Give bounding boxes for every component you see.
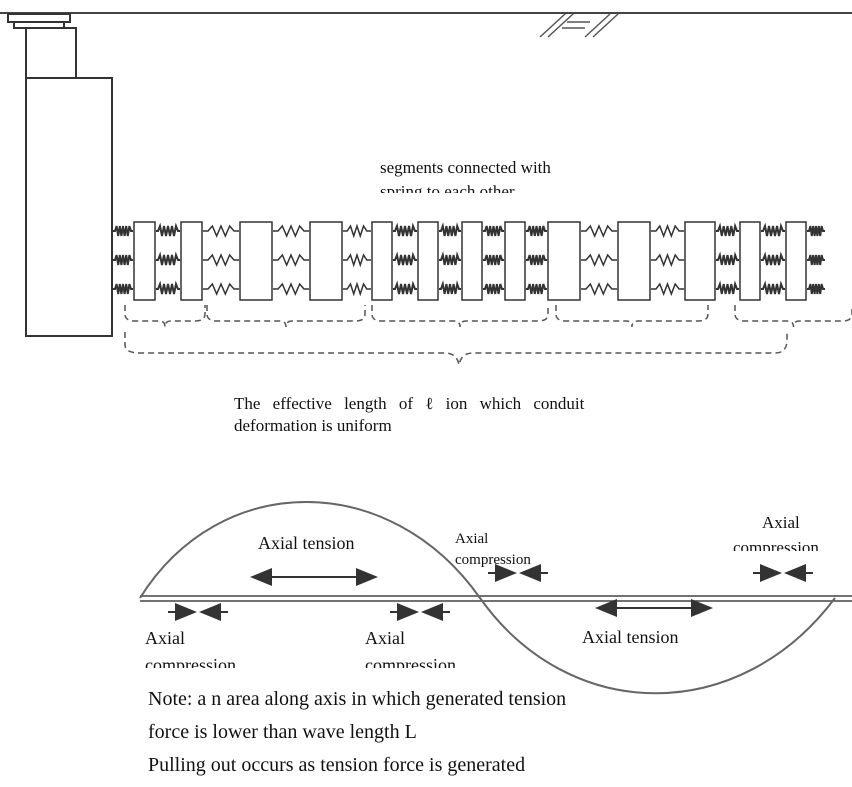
spring bbox=[483, 283, 504, 295]
conduit-segment bbox=[371, 221, 393, 301]
spring bbox=[203, 282, 239, 296]
spring bbox=[716, 222, 739, 237]
force-arrows bbox=[168, 564, 813, 621]
arrow-head bbox=[199, 603, 221, 621]
large-brace bbox=[124, 332, 788, 366]
spring bbox=[581, 253, 617, 267]
spring bbox=[113, 254, 133, 266]
spring bbox=[761, 222, 785, 237]
note-line-2: force is lower than wave length L bbox=[148, 721, 417, 743]
axial-compression-top-right-label-1: Axial bbox=[762, 513, 800, 532]
axial-compression-bottom-left-label-1: Axial bbox=[145, 628, 185, 648]
spring bbox=[761, 280, 785, 295]
conduit-segment bbox=[239, 221, 273, 301]
spring bbox=[526, 283, 547, 295]
spring bbox=[807, 254, 825, 266]
shaft-structure bbox=[7, 13, 113, 337]
spring bbox=[526, 225, 547, 237]
spring bbox=[393, 222, 417, 237]
small-brace bbox=[206, 305, 366, 328]
spring bbox=[393, 280, 417, 295]
effective-length-label-line1: The effective length of ℓ ion which cond… bbox=[234, 394, 585, 413]
axial-compression-top-right-label-2: compression bbox=[733, 538, 819, 551]
spring bbox=[651, 281, 684, 297]
arrow-head bbox=[397, 603, 419, 621]
small-brace bbox=[555, 305, 709, 328]
axial-compression-bottom-mid-label-2: compression bbox=[365, 655, 456, 668]
spring bbox=[203, 253, 239, 267]
spring bbox=[483, 254, 504, 266]
spring bbox=[273, 282, 309, 296]
spring bbox=[716, 251, 739, 266]
note-line-1: Note: a n area along axis in which gener… bbox=[148, 688, 567, 710]
arrow-head bbox=[421, 603, 443, 621]
small-brace bbox=[124, 305, 206, 328]
spring bbox=[651, 252, 684, 268]
spring bbox=[581, 224, 617, 238]
spring bbox=[581, 282, 617, 296]
spring bbox=[156, 280, 180, 295]
spring bbox=[483, 225, 504, 237]
conduit-segment bbox=[785, 221, 807, 301]
small-brace bbox=[371, 305, 549, 328]
axial-compression-top-mid-label-2: compression bbox=[455, 552, 531, 567]
spring bbox=[716, 280, 739, 295]
spring bbox=[113, 283, 133, 295]
axial-compression-bottom-left-label-2: compression bbox=[145, 655, 236, 668]
small-brace bbox=[734, 305, 852, 328]
spring bbox=[273, 224, 309, 238]
arrow-head bbox=[691, 599, 713, 617]
spring bbox=[439, 222, 461, 237]
conduit-segment bbox=[617, 221, 651, 301]
note-line-3: Pulling out occurs as tension force is g… bbox=[148, 754, 526, 776]
conduit-segment bbox=[684, 221, 716, 301]
arrow-head bbox=[175, 603, 197, 621]
spring bbox=[343, 252, 371, 268]
effective-length-label-line2: deformation is uniform bbox=[234, 416, 392, 434]
spring bbox=[343, 223, 371, 239]
spring bbox=[807, 225, 825, 237]
small-braces bbox=[124, 305, 852, 328]
axial-compression-top-mid-label-1: Axial bbox=[455, 531, 489, 547]
conduit-segment bbox=[547, 221, 581, 301]
conduit-segment bbox=[417, 221, 439, 301]
spring bbox=[273, 253, 309, 267]
arrow-head bbox=[519, 564, 541, 582]
arrow-head bbox=[495, 564, 517, 582]
spring bbox=[156, 251, 180, 266]
spring bbox=[156, 222, 180, 237]
conduit-segment bbox=[133, 221, 156, 301]
spring bbox=[343, 281, 371, 297]
conduit-segment bbox=[461, 221, 483, 301]
axial-tension-left-label: Axial tension bbox=[258, 533, 355, 553]
axial-tension-right-label: Axial tension bbox=[582, 627, 679, 647]
segments-label: segments connected with spring to each o… bbox=[380, 158, 551, 193]
spring bbox=[761, 251, 785, 266]
conduit-segment bbox=[739, 221, 761, 301]
deformation-wave bbox=[139, 501, 836, 695]
arrow-head bbox=[784, 564, 806, 582]
conduit-segment bbox=[504, 221, 526, 301]
spring bbox=[439, 280, 461, 295]
arrow-head bbox=[760, 564, 782, 582]
spring bbox=[807, 283, 825, 295]
spring bbox=[439, 251, 461, 266]
spring bbox=[393, 251, 417, 266]
conduit-segment bbox=[180, 221, 203, 301]
arrow-head bbox=[356, 568, 378, 586]
spring bbox=[113, 225, 133, 237]
spring bbox=[651, 223, 684, 239]
axial-compression-bottom-mid-label-1: Axial bbox=[365, 628, 405, 648]
arrow-head bbox=[595, 599, 617, 617]
conduit-segment bbox=[309, 221, 343, 301]
ground-hatch-icon bbox=[539, 13, 619, 38]
spring bbox=[203, 224, 239, 238]
conduit-segments bbox=[113, 221, 825, 301]
spring bbox=[526, 254, 547, 266]
arrow-head bbox=[250, 568, 272, 586]
